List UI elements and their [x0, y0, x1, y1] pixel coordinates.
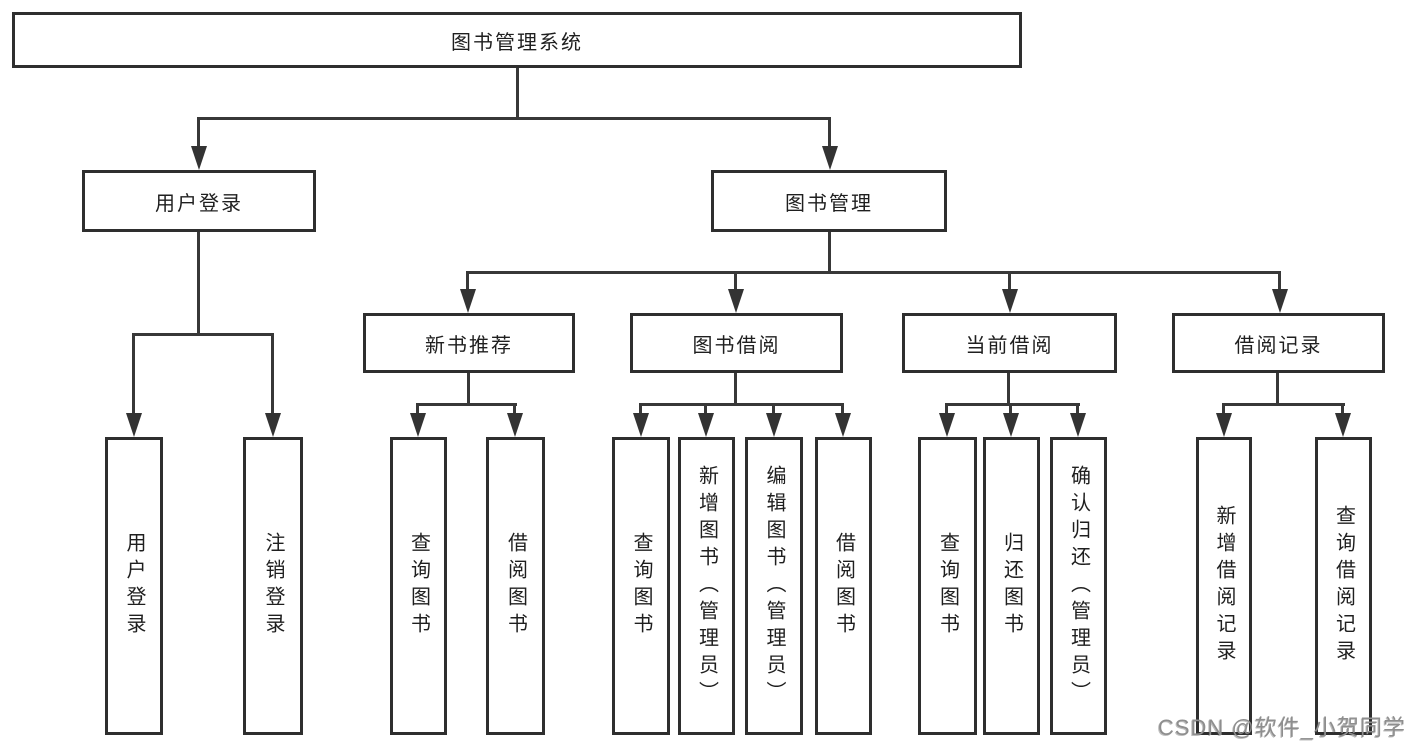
arrowhead-icon — [1216, 413, 1232, 437]
connector-line — [1276, 373, 1279, 405]
connector-line — [516, 68, 519, 119]
leaf-edit-books-admin: 编辑图书（管理员） — [745, 437, 803, 735]
connector-line — [734, 373, 737, 405]
arrowhead-icon — [460, 289, 476, 313]
leaf-query-books-borrow-label: 查询图书 — [630, 532, 652, 640]
node-root-label: 图书管理系统 — [451, 31, 583, 54]
arrowhead-icon — [822, 146, 838, 170]
node-user-login: 用户登录 — [82, 170, 316, 232]
leaf-logout-label: 注销登录 — [262, 532, 284, 640]
leaf-add-borrow-record: 新增借阅记录 — [1196, 437, 1252, 735]
leaf-query-books-recommend: 查询图书 — [390, 437, 447, 735]
leaf-borrow-books-label: 借阅图书 — [832, 532, 855, 640]
leaf-borrow-books-recommend-label: 借阅图书 — [504, 532, 527, 640]
leaf-query-borrow-record-label: 查询借阅记录 — [1332, 505, 1355, 667]
leaf-return-books-label: 归还图书 — [1000, 532, 1023, 640]
arrowhead-icon — [835, 413, 851, 437]
leaf-user-login-label: 用户登录 — [123, 532, 145, 640]
connector-line — [772, 403, 775, 416]
arrowhead-icon — [1335, 413, 1351, 437]
connector-line — [734, 271, 737, 292]
leaf-query-books-borrow: 查询图书 — [612, 437, 670, 735]
connector-line — [1278, 271, 1281, 292]
node-root: 图书管理系统 — [12, 12, 1022, 68]
connector-line — [1222, 403, 1225, 416]
connector-line — [197, 232, 200, 336]
arrowhead-icon — [1003, 413, 1019, 437]
connector-line — [1008, 271, 1011, 292]
connector-line — [945, 403, 1080, 406]
connector-line — [132, 333, 135, 416]
connector-line — [466, 271, 1281, 274]
connector-line — [1009, 403, 1012, 416]
connector-line — [197, 117, 200, 149]
connector-line — [467, 373, 470, 405]
leaf-query-books-recommend-label: 查询图书 — [407, 532, 430, 640]
node-current-borrow-label: 当前借阅 — [965, 334, 1054, 357]
arrowhead-icon — [265, 413, 281, 437]
node-new-book-recommend: 新书推荐 — [363, 313, 575, 373]
connector-line — [132, 333, 274, 336]
leaf-borrow-books-recommend: 借阅图书 — [486, 437, 545, 735]
leaf-confirm-return-admin-label: 确认归还（管理员） — [1067, 464, 1090, 708]
arrowhead-icon — [126, 413, 142, 437]
node-borrow-record: 借阅记录 — [1172, 313, 1385, 373]
connector-line — [639, 403, 843, 406]
leaf-add-books-admin: 新增图书（管理员） — [678, 437, 735, 735]
connector-line — [1341, 403, 1344, 416]
csdn-watermark: CSDN @软件_小贺同学 — [1158, 715, 1405, 740]
connector-line — [828, 117, 831, 149]
node-current-borrow: 当前借阅 — [902, 313, 1117, 373]
leaf-logout: 注销登录 — [243, 437, 303, 735]
leaf-edit-books-admin-label: 编辑图书（管理员） — [763, 464, 785, 708]
connector-line — [841, 403, 844, 416]
leaf-return-books: 归还图书 — [983, 437, 1040, 735]
node-book-borrow: 图书借阅 — [630, 313, 843, 373]
arrowhead-icon — [507, 413, 523, 437]
connector-line — [466, 271, 469, 292]
arrowhead-icon — [1002, 289, 1018, 313]
arrowhead-icon — [766, 413, 782, 437]
connector-line — [1076, 403, 1079, 416]
node-new-book-recommend-label: 新书推荐 — [425, 334, 513, 357]
leaf-query-borrow-record: 查询借阅记录 — [1315, 437, 1372, 735]
leaf-borrow-books: 借阅图书 — [815, 437, 872, 735]
connector-line — [1222, 403, 1345, 406]
node-book-borrow-label: 图书借阅 — [692, 334, 781, 357]
connector-line — [197, 117, 831, 120]
arrowhead-icon — [191, 146, 207, 170]
connector-line — [416, 403, 419, 416]
connector-line — [271, 333, 274, 416]
arrowhead-icon — [1070, 413, 1086, 437]
node-borrow-record-label: 借阅记录 — [1234, 334, 1323, 357]
leaf-query-books-current: 查询图书 — [918, 437, 977, 735]
leaf-confirm-return-admin: 确认归还（管理员） — [1050, 437, 1107, 735]
connector-line — [828, 232, 831, 274]
connector-line — [704, 403, 707, 416]
node-book-management-label: 图书管理 — [785, 192, 873, 215]
connector-line — [639, 403, 642, 416]
node-user-login-label: 用户登录 — [155, 192, 243, 215]
connector-line — [1007, 373, 1010, 405]
arrowhead-icon — [698, 413, 714, 437]
leaf-user-login: 用户登录 — [105, 437, 163, 735]
arrowhead-icon — [1272, 289, 1288, 313]
node-book-management: 图书管理 — [711, 170, 947, 232]
connector-line — [416, 403, 517, 406]
arrowhead-icon — [410, 413, 426, 437]
arrowhead-icon — [728, 289, 744, 313]
connector-line — [513, 403, 516, 416]
arrowhead-icon — [939, 413, 955, 437]
connector-line — [945, 403, 948, 416]
leaf-query-books-current-label: 查询图书 — [936, 532, 959, 640]
leaf-add-borrow-record-label: 新增借阅记录 — [1213, 505, 1235, 667]
arrowhead-icon — [633, 413, 649, 437]
leaf-add-books-admin-label: 新增图书（管理员） — [695, 464, 718, 708]
